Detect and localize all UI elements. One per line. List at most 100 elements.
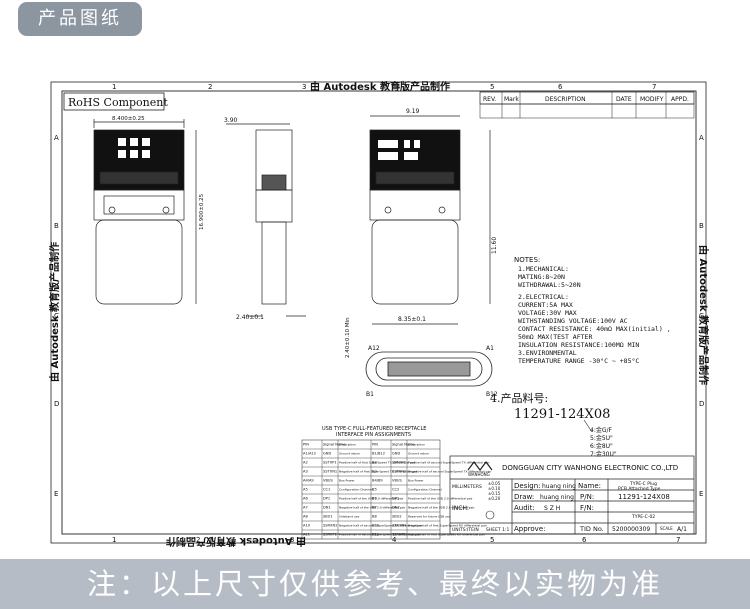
pin-table-cell: VBUS xyxy=(323,479,334,483)
grid-row-markers-left: A B C D E xyxy=(54,134,59,498)
note-line: WITHDRAWAL:5~20N xyxy=(518,281,581,289)
pin-table-title: USB TYPE-C FULL-FEATURED RECEPTACLE xyxy=(322,426,426,432)
pin-table-cell: A6 xyxy=(303,497,308,501)
pin-table-cell: DN2 xyxy=(392,506,400,510)
watermark-top: 由 Autodesk 教育版产品制作 xyxy=(310,80,450,93)
company-name: DONGGUAN CITY WANHONG ELECTRONIC CO.,LTD xyxy=(502,464,678,472)
tolerance-inch-label: INCH: xyxy=(452,505,469,512)
rev-header-modify: MODIFY xyxy=(640,96,664,103)
pin-table-cell: B6 xyxy=(372,497,377,501)
watermark-left: 由 Autodesk 教育版产品制作 xyxy=(48,242,61,382)
pin-table-cell: GND xyxy=(392,452,400,456)
pin-table-cell: Positive half of first SuperSpeed RX dif… xyxy=(408,533,486,537)
technical-drawing: 1 2 3 4 5 6 7 1 2 3 4 5 6 7 A B C D E A … xyxy=(48,80,710,548)
grid-row-b-right: B xyxy=(699,222,704,230)
pin-table-cell: B10 xyxy=(372,524,380,528)
audit-label: Audit: xyxy=(514,504,535,512)
pin-table-cell: SSRXN2 xyxy=(323,524,338,528)
scale-value: A/1 xyxy=(677,526,687,533)
title-block xyxy=(449,455,695,535)
pin-table-cell: Negative half of first SuperSpeed RX dif… xyxy=(408,524,488,528)
pin-table-cell: A1/A12 xyxy=(303,452,316,456)
watermark-right: 由 Autodesk 教育版产品制作 xyxy=(697,245,710,385)
note-line: WITHSTANDING VOLTAGE:100V AC xyxy=(518,317,628,325)
pin-table-cell: SSTXN1 xyxy=(323,470,337,474)
draw-label: Draw: xyxy=(514,493,534,501)
pin-table-cell: Configuration Channel xyxy=(408,488,442,492)
pin-table-cell: GND xyxy=(323,452,331,456)
tolerance-value: ±0.15 xyxy=(488,491,501,496)
draw-value: huang ning xyxy=(540,494,574,501)
note-line: MATING:8~20N xyxy=(518,273,565,281)
grid-col-2: 2 xyxy=(208,83,212,91)
watermark-bottom: 由 Autodesk 教育版产品制作 xyxy=(166,535,306,548)
pin-table-cell: B8 xyxy=(372,515,377,519)
label-b1: B1 xyxy=(366,391,374,398)
note-line: 50mΩ MAX(TEST AFTER xyxy=(518,333,592,341)
pin-table-cell: B5 xyxy=(372,488,377,492)
pin-table-cell: SSTXP1 xyxy=(323,461,337,465)
grid-col-6-bottom: 6 xyxy=(582,536,587,544)
pin-table-cell: SBU2 xyxy=(392,515,402,519)
grid-row-b: B xyxy=(54,222,59,230)
dim-front-height: 16.900±0.25 xyxy=(199,193,205,230)
pin-table-header: Description xyxy=(339,443,356,447)
tolerance-value: ±0.10 xyxy=(488,486,501,491)
dim-pcb-width: 9.19 xyxy=(406,108,420,115)
pn-label: P/N: xyxy=(580,493,594,501)
rev-header-date: DATE xyxy=(616,96,632,103)
pin-table-cell: SBU1 xyxy=(323,515,333,519)
grid-row-a-right: A xyxy=(699,134,704,142)
note-line: INSULATION RESISTANCE:100MΩ MIN xyxy=(518,341,639,349)
tolerance-mm-label: MILLIMETERS xyxy=(452,484,482,490)
dim-side-thickness: 2.40±0.1 xyxy=(236,314,264,321)
dim-pcb-height: 11.60 xyxy=(491,237,498,254)
pin-table-subtitle: INTERFACE PIN ASSIGNMENTS xyxy=(336,432,411,438)
end-view xyxy=(365,351,493,387)
tid-value: 5200000309 xyxy=(612,526,650,533)
dim-front-width: 8.400±0.25 xyxy=(112,116,145,122)
units-label: UNITS:ITEIN xyxy=(452,527,479,533)
pin-table-cell: A5 xyxy=(303,488,308,492)
grid-col-2-bottom: 2 xyxy=(196,536,200,544)
pin-table-cell: SSTXP2 xyxy=(392,461,406,465)
part-number: 11291-124X08 xyxy=(514,407,610,422)
pin-table-cell: Sideband use xyxy=(339,515,359,519)
pin-table-cell: A10 xyxy=(303,524,311,528)
name-value-line1: TYPE-C Plug xyxy=(629,481,657,487)
part-option: 5:金5U" xyxy=(590,434,613,442)
part-option: 6:金8U" xyxy=(590,442,613,450)
part-option: 4:金G/F xyxy=(590,426,613,434)
note-line: 3.ENVIRONMENTAL xyxy=(518,349,577,357)
grid-col-3-bottom: 3 xyxy=(290,536,294,544)
pin-table-cell: B2 xyxy=(372,461,377,465)
front-view xyxy=(93,119,197,305)
footer-disclaimer: 注：以上尺寸仅供参考、最终以实物为准 xyxy=(0,559,750,609)
note-line: 1.MECHANICAL: xyxy=(518,265,569,273)
grid-row-e: E xyxy=(54,490,58,498)
product-drawing-tag: 产品图纸 xyxy=(18,2,142,36)
rev-header-rev: REV. xyxy=(483,96,496,103)
pin-table-cell: Negative half of the USB 2.0 differentia… xyxy=(408,506,475,510)
pin-table-cell: SSRXN1 xyxy=(392,524,407,528)
projection-symbol xyxy=(485,510,495,520)
approve-label: Approve: xyxy=(514,525,546,533)
pin-table-cell: SSRXP2 xyxy=(323,533,337,537)
pin-table-cell: DP2 xyxy=(392,497,399,501)
pin-table-cell: B1/B12 xyxy=(372,452,385,456)
grid-col-7: 7 xyxy=(652,83,656,91)
design-value: huang ning xyxy=(542,483,576,490)
rev-header-mark: Mark xyxy=(504,96,519,103)
pin-table-cell: SSTXN2 xyxy=(392,470,406,474)
pin-table-cell: A3 xyxy=(303,470,308,474)
pin-table-cell: Negative half of the USB 2.0 differentia… xyxy=(339,506,406,510)
note-line: CURRENT:5A MAX xyxy=(518,301,573,309)
grid-row-c-right: C xyxy=(699,312,704,320)
grid-row-e-right: E xyxy=(699,490,703,498)
sheet-inner-border xyxy=(61,90,697,535)
grid-row-c: C xyxy=(54,312,59,320)
scale-label: SCALE xyxy=(660,526,673,531)
pin-table-cell: DN1 xyxy=(323,506,331,510)
dim-end-height: 2.40±0.10 Min xyxy=(345,317,351,358)
pin-table-cell: Negative half of first SuperSpeed TX dif… xyxy=(339,470,418,474)
